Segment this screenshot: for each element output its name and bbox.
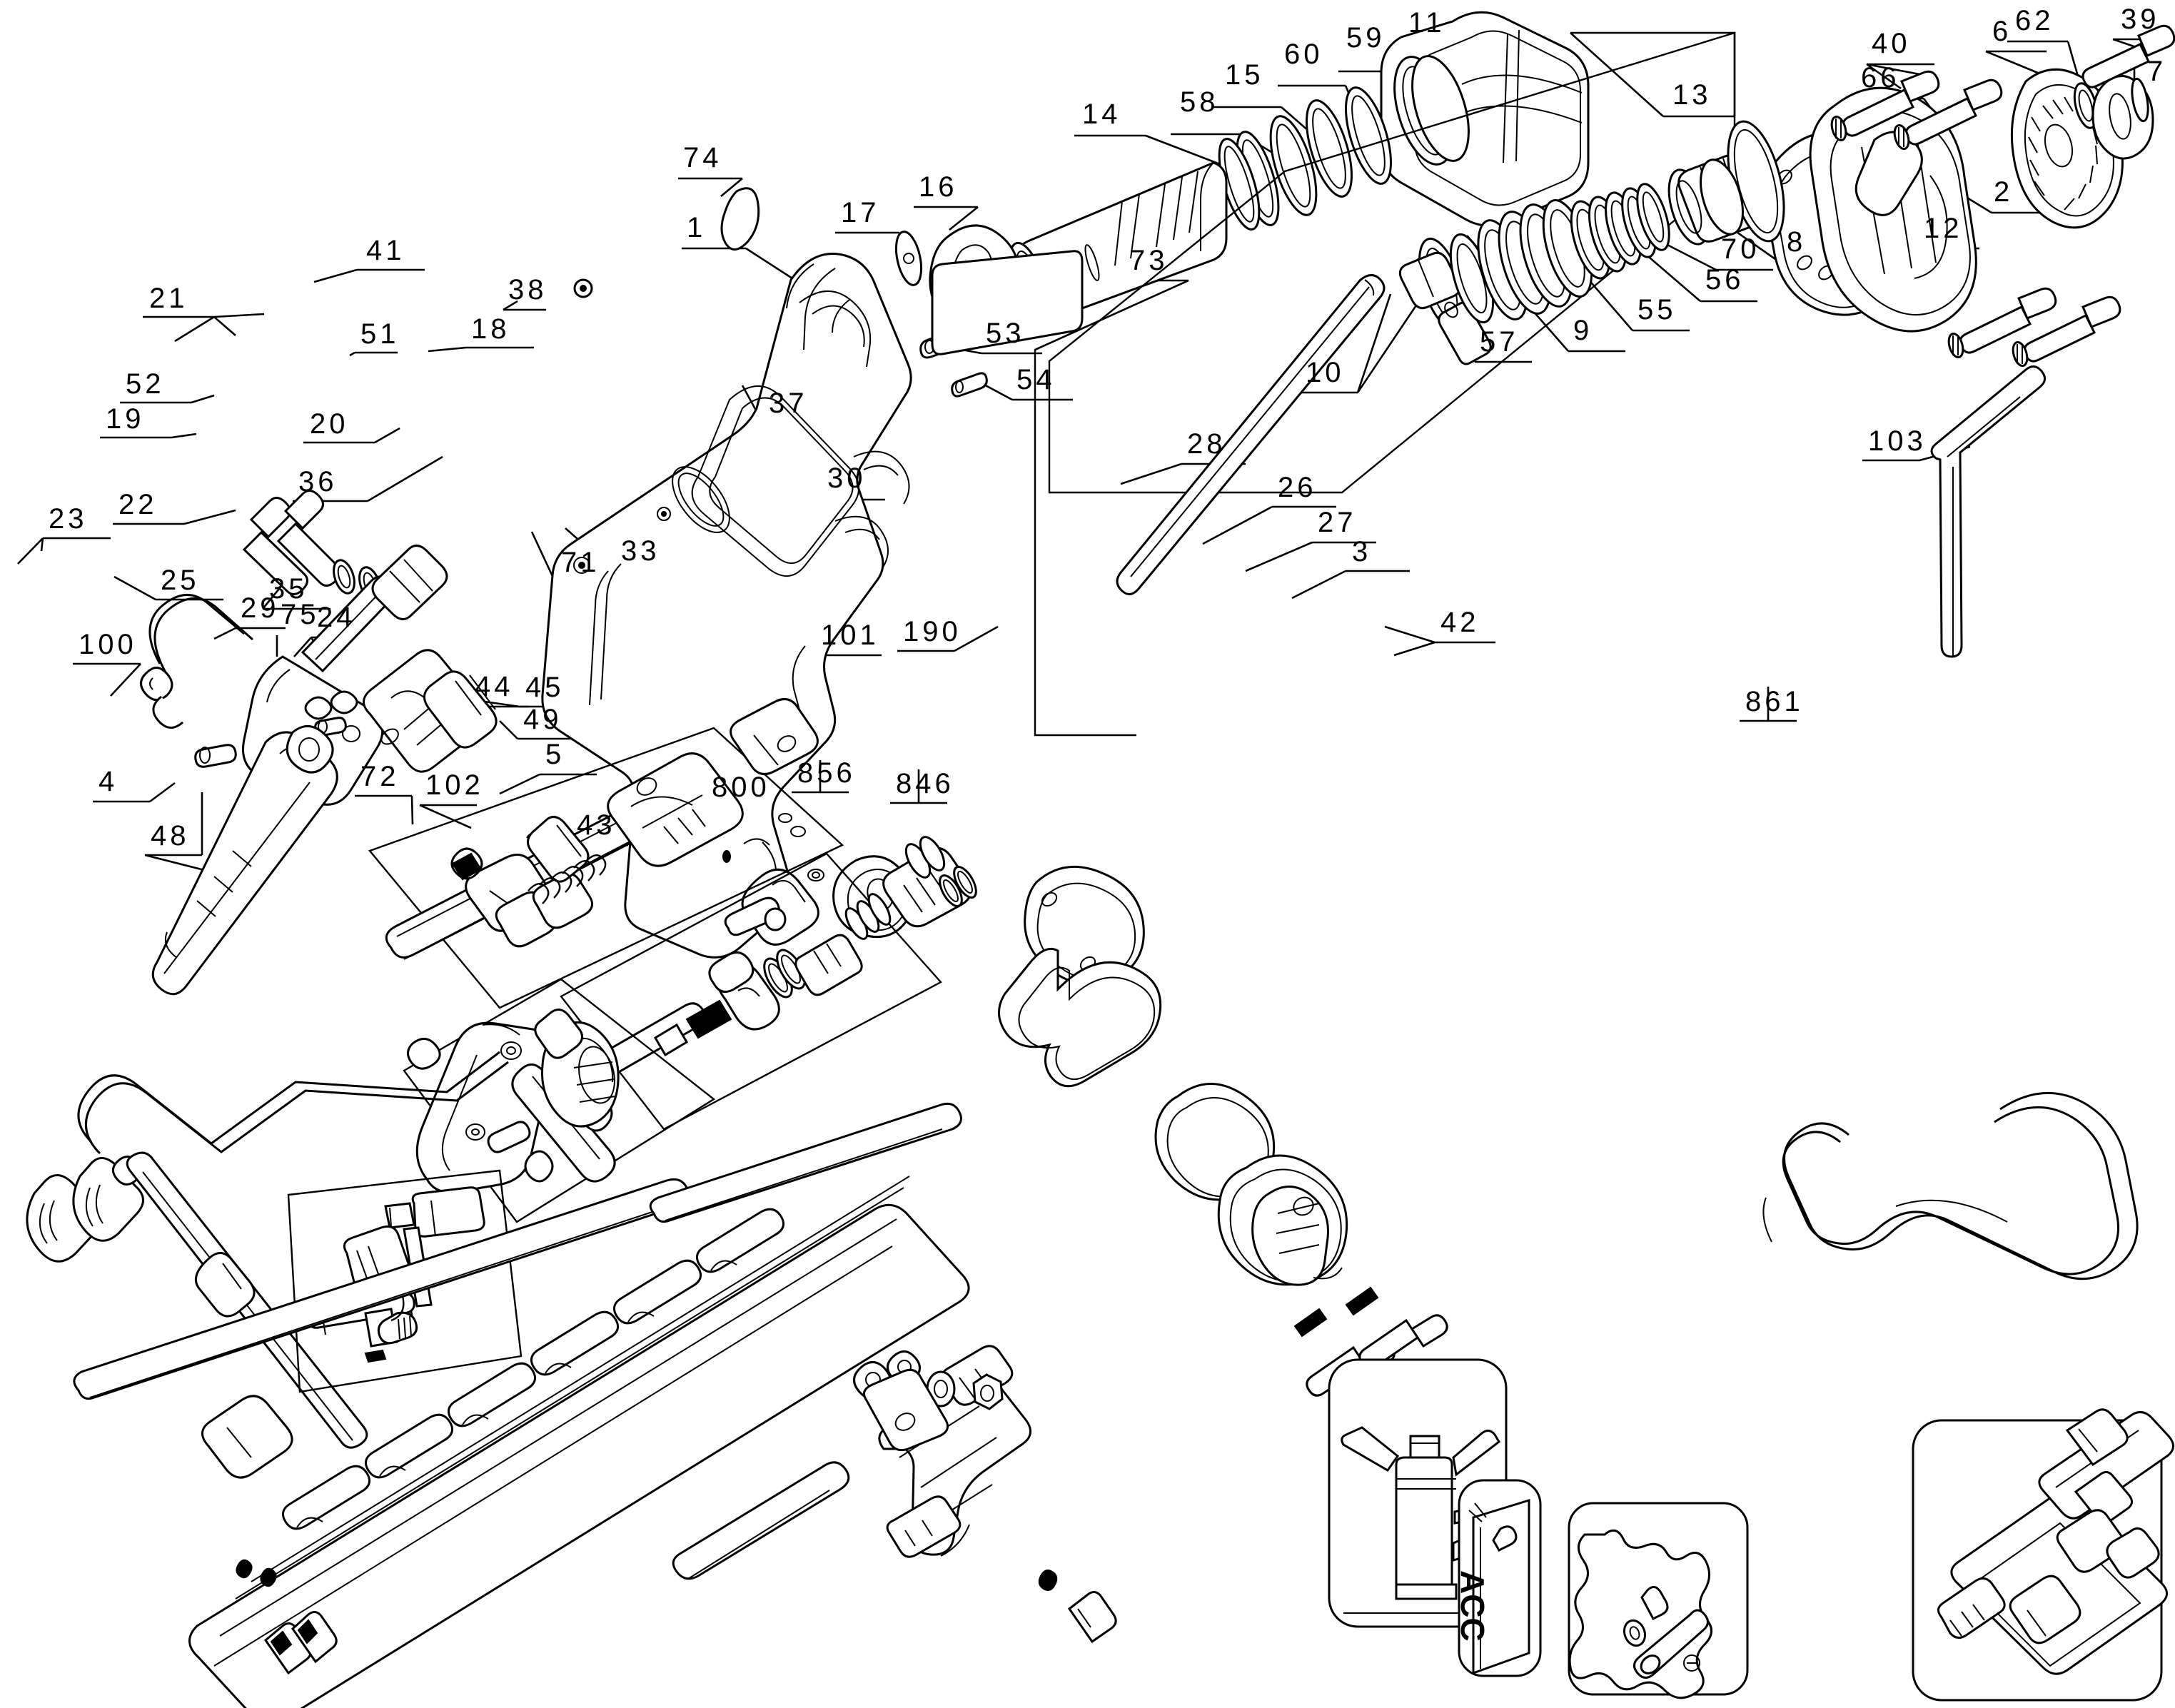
accessory-hex-key-103 (1930, 365, 2046, 658)
callout-number-846: 846 (896, 768, 954, 799)
fan-and-fasteners (1830, 24, 2175, 368)
label-plate-73 (931, 250, 1084, 355)
callout-number-40: 40 (1872, 28, 1911, 59)
callout-number-54: 54 (1016, 364, 1056, 395)
safety-yoke-group-36 (368, 698, 844, 1009)
accessory-safety-glasses-190 (1762, 1092, 2139, 1280)
callout-number-100: 100 (79, 629, 137, 660)
callout-number-1: 1 (687, 212, 707, 243)
callout-number-103: 103 (1868, 425, 1927, 457)
callout-number-37: 37 (769, 388, 808, 419)
callout-number-57: 57 (1480, 326, 1519, 358)
accessory-box-861 (1912, 1408, 2174, 1702)
callout-number-43: 43 (577, 809, 616, 841)
callout-number-26: 26 (1278, 472, 1317, 503)
callout-number-102: 102 (425, 769, 484, 801)
accessory-box-846 (1568, 1502, 1749, 1699)
callout-number-62: 62 (2015, 5, 2054, 36)
callout-number-38: 38 (508, 274, 547, 305)
callout-number-35: 35 (269, 573, 308, 605)
callout-number-33: 33 (621, 535, 660, 567)
callout-number-13: 13 (1672, 79, 1712, 111)
callout-number-48: 48 (151, 820, 190, 852)
callout-number-12: 12 (1924, 213, 1963, 244)
callout-number-49: 49 (523, 704, 562, 735)
callout-number-30: 30 (827, 463, 867, 494)
callout-number-861: 861 (1745, 686, 1804, 717)
callout-number-28: 28 (1187, 428, 1226, 460)
callout-number-4: 4 (99, 766, 118, 797)
end-cap-housing (1700, 86, 1977, 333)
callout-number-29: 29 (241, 592, 280, 624)
trigger-valve-group-35 (403, 978, 716, 1223)
callout-number-101: 101 (821, 620, 879, 651)
callout-number-41: 41 (366, 235, 405, 266)
callout-number-72: 72 (360, 761, 400, 792)
callout-number-18: 18 (471, 313, 510, 345)
callout-number-27: 27 (1318, 507, 1357, 538)
callout-number-70: 70 (1721, 233, 1760, 265)
callout-number-19: 19 (106, 403, 145, 435)
callout-number-25: 25 (161, 565, 200, 596)
callout-number-10: 10 (1306, 357, 1345, 388)
callout-number-800: 800 (712, 772, 770, 803)
accessory-box-856 (1458, 1479, 1542, 1677)
callout-number-22: 22 (118, 489, 158, 520)
part-74-cap (720, 187, 760, 251)
magazine-assembly (73, 1102, 1117, 1708)
callout-number-75: 75 (281, 599, 320, 630)
callout-number-23: 23 (49, 503, 88, 535)
callout-number-2: 2 (1994, 176, 2014, 208)
callout-number-66: 66 (1861, 62, 1900, 94)
callout-number-5: 5 (545, 739, 565, 770)
callout-number-53: 53 (986, 318, 1025, 349)
callout-number-3: 3 (1352, 536, 1372, 567)
callout-number-39: 39 (2121, 4, 2160, 35)
callout-number-17: 17 (841, 197, 880, 228)
callout-number-11: 11 (1408, 7, 1445, 39)
part-38-washer (573, 278, 593, 298)
part-17-disc (894, 231, 923, 286)
callout-number-55: 55 (1637, 294, 1677, 325)
callout-number-56: 56 (1705, 264, 1745, 295)
callout-number-15: 15 (1225, 59, 1264, 91)
callout-number-60: 60 (1284, 39, 1323, 70)
callout-number-8: 8 (1787, 226, 1807, 258)
part-19-52 (151, 725, 338, 996)
callout-number-42: 42 (1440, 607, 1480, 638)
callout-number-52: 52 (126, 368, 165, 400)
acc-sticker-text: ACC (1454, 1570, 1491, 1642)
callout-number-6: 6 (1992, 16, 2012, 47)
callout-number-59: 59 (1346, 22, 1386, 54)
callout-number-44: 44 (475, 671, 514, 702)
callout-number-21: 21 (149, 283, 188, 314)
cylinder-cap-assembly (1218, 11, 1590, 231)
callout-number-856: 856 (797, 757, 856, 789)
callout-number-24: 24 (317, 602, 356, 633)
callout-number-73: 73 (1129, 245, 1169, 276)
callout-number-74: 74 (683, 142, 722, 173)
callout-number-9: 9 (1573, 315, 1593, 346)
callout-number-45: 45 (525, 672, 565, 703)
callout-number-190: 190 (903, 616, 962, 647)
safety-rod-group (26, 1038, 509, 1449)
nose-assembly (998, 865, 1448, 1397)
callout-number-58: 58 (1180, 86, 1219, 118)
callout-number-7: 7 (2147, 56, 2167, 87)
callout-number-71: 71 (561, 547, 600, 578)
callout-number-14: 14 (1082, 98, 1121, 130)
callout-number-16: 16 (919, 171, 958, 203)
callout-number-36: 36 (298, 466, 338, 497)
callout-number-51: 51 (360, 318, 400, 350)
callout-number-20: 20 (310, 408, 349, 440)
